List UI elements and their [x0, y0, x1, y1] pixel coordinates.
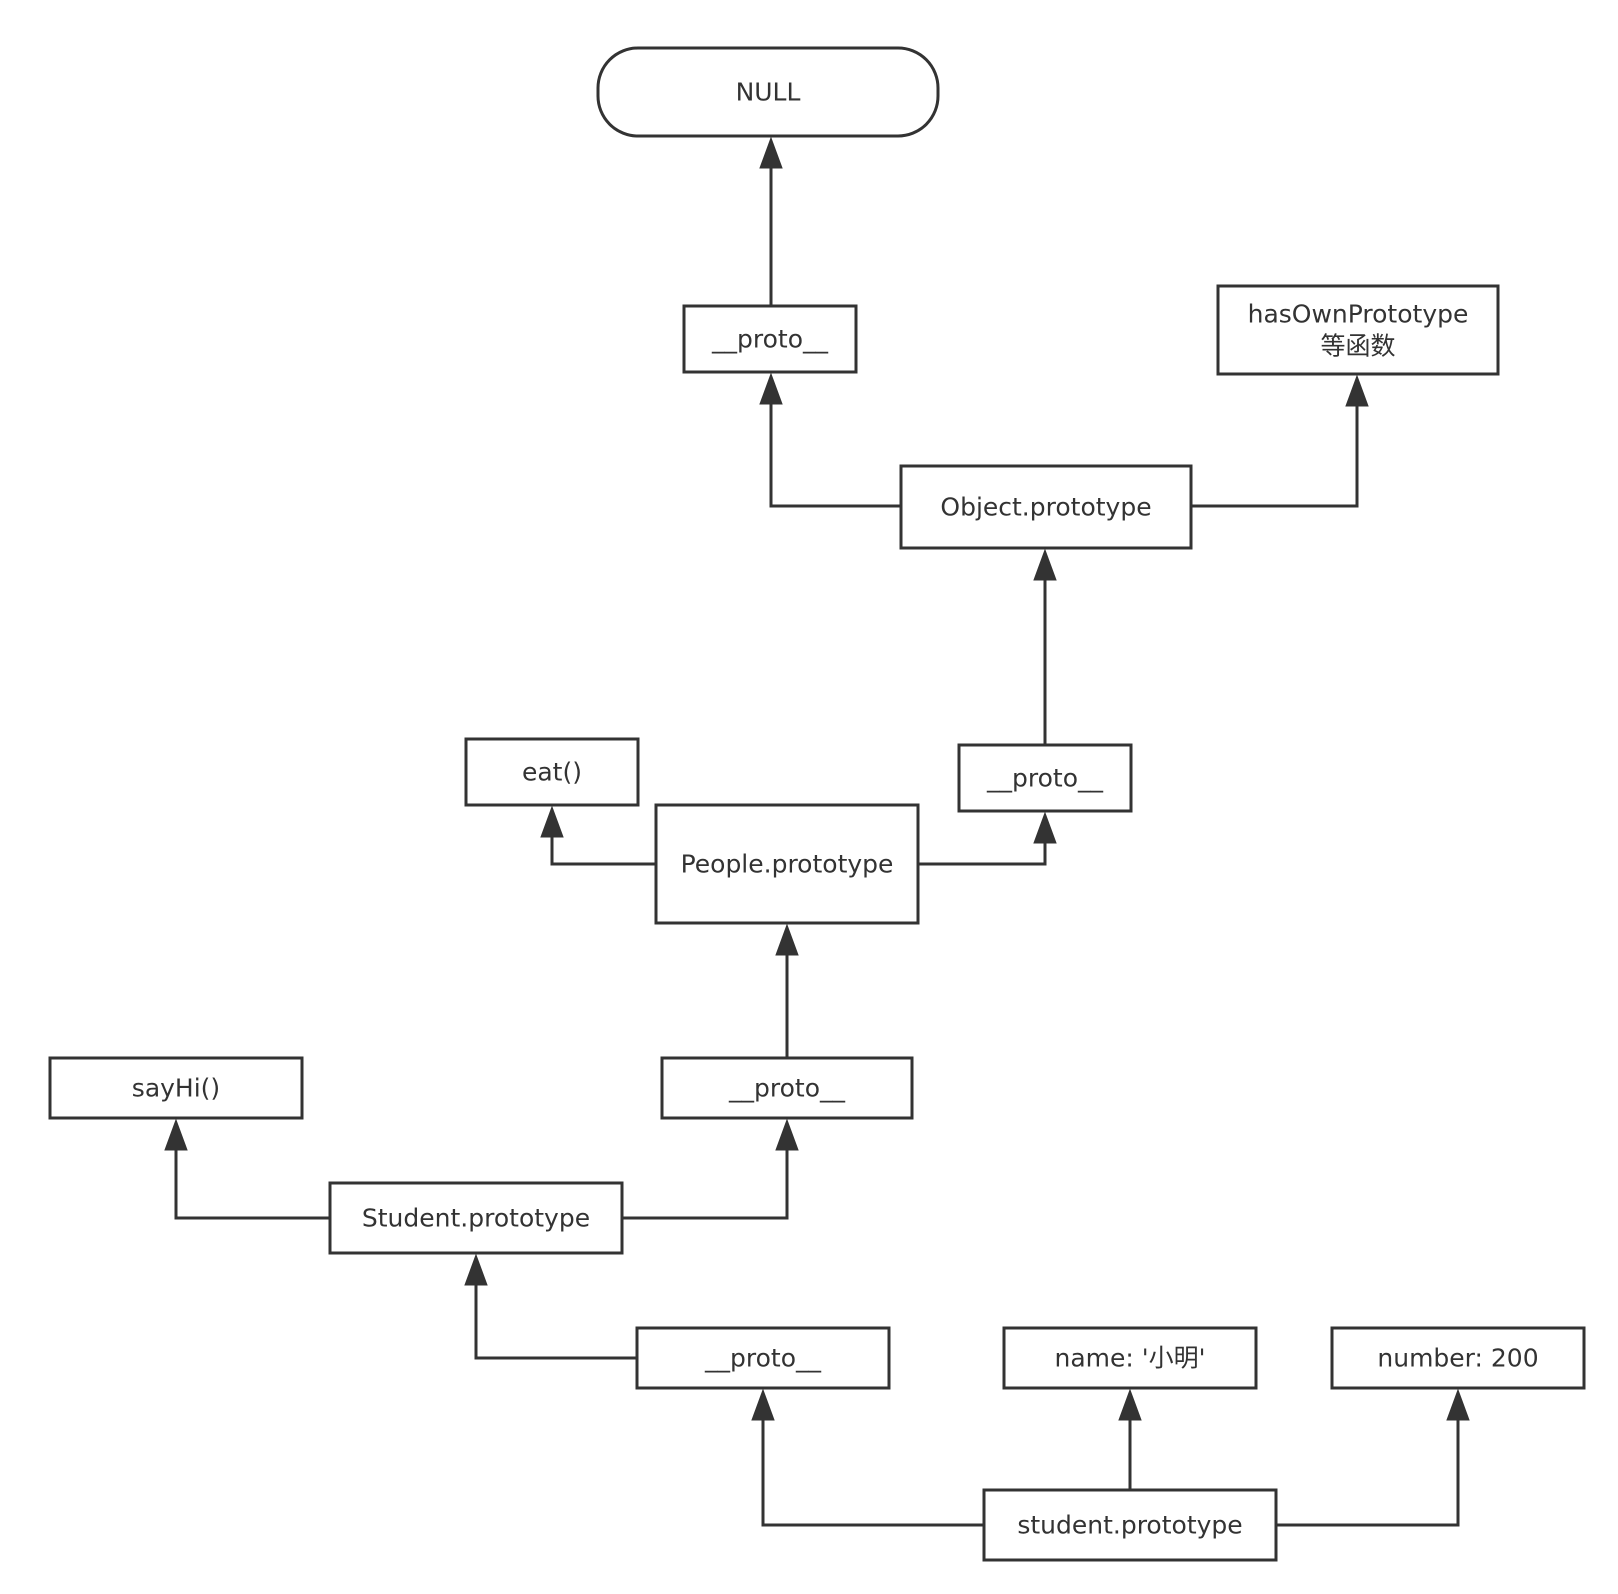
node-label: Student.prototype — [362, 1204, 590, 1233]
edge-object-prototype-to-hasownprototype — [1191, 374, 1369, 508]
edge-people-prototype-to-eat — [540, 805, 656, 866]
edge-line — [474, 1285, 637, 1360]
node-proto-object: __proto__ — [682, 304, 858, 374]
edge-line — [761, 1420, 984, 1527]
node-people-prototype: People.prototype — [654, 803, 920, 925]
node-null: NULL — [596, 46, 940, 138]
node-proto-people: __proto__ — [957, 743, 1133, 813]
node-eat: eat() — [464, 737, 640, 807]
node-label: name: '小明' — [1054, 1344, 1205, 1373]
edge-student-instance-to-proto-instance — [751, 1388, 984, 1527]
edge-student-class-prototype-to-sayhi — [164, 1118, 330, 1220]
arrow-head-icon — [464, 1253, 488, 1286]
node-sayhi: sayHi() — [48, 1056, 304, 1120]
node-box — [899, 464, 1193, 550]
arrow-head-icon — [759, 136, 783, 169]
node-label: __proto__ — [711, 325, 828, 354]
edge-proto-object-to-null — [759, 136, 783, 306]
node-box — [957, 743, 1133, 813]
node-box — [654, 803, 920, 925]
node-label: sayHi() — [132, 1074, 220, 1103]
node-label: eat() — [522, 758, 582, 787]
node-label: __proto__ — [704, 1344, 821, 1373]
node-box — [1330, 1326, 1586, 1390]
arrow-head-icon — [1118, 1388, 1142, 1421]
node-label: Object.prototype — [940, 493, 1151, 522]
edge-student-instance-to-name — [1118, 1388, 1142, 1490]
node-label: People.prototype — [681, 850, 894, 879]
node-proto-student: __proto__ — [660, 1056, 914, 1120]
node-box — [328, 1181, 624, 1255]
node-student-class-prototype: Student.prototype — [328, 1181, 624, 1255]
arrow-head-icon — [1033, 811, 1057, 844]
arrow-head-icon — [775, 1118, 799, 1151]
edge-line — [1191, 406, 1359, 508]
edge-proto-instance-to-student-class-prototype — [464, 1253, 637, 1360]
arrow-head-icon — [164, 1118, 188, 1151]
edge-object-prototype-to-proto-object — [759, 372, 901, 508]
arrow-head-icon — [1033, 548, 1057, 581]
node-box — [1002, 1326, 1258, 1390]
node-number: number: 200 — [1330, 1326, 1586, 1390]
node-label: __proto__ — [986, 764, 1103, 793]
edge-proto-people-to-object-prototype — [1033, 548, 1057, 745]
nodes-layer: NULL __proto__ hasOwnPrototype 等函数 Object.pr… — [48, 46, 1586, 1562]
edge-student-class-prototype-to-proto-student — [622, 1118, 799, 1220]
node-box — [982, 1488, 1278, 1562]
node-label: hasOwnPrototype — [1248, 300, 1469, 329]
node-object-prototype: Object.prototype — [899, 464, 1193, 550]
node-name: name: '小明' — [1002, 1326, 1258, 1390]
arrow-head-icon — [751, 1388, 775, 1421]
node-box — [1216, 284, 1500, 376]
edge-line — [918, 843, 1047, 866]
node-box — [464, 737, 640, 807]
edge-people-prototype-to-proto-people — [918, 811, 1057, 866]
edge-proto-student-to-people-prototype — [775, 923, 799, 1058]
node-label: __proto__ — [728, 1074, 845, 1103]
node-box — [635, 1326, 891, 1390]
node-proto-instance: __proto__ — [635, 1326, 891, 1390]
edge-line — [174, 1150, 330, 1220]
arrow-head-icon — [1446, 1388, 1470, 1421]
node-box — [660, 1056, 914, 1120]
node-label: number: 200 — [1377, 1344, 1538, 1373]
edge-line — [1276, 1420, 1460, 1527]
node-student-instance: student.prototype — [982, 1488, 1278, 1562]
arrow-head-icon — [540, 805, 564, 838]
edges-layer — [164, 136, 1470, 1527]
arrow-head-icon — [775, 923, 799, 956]
arrow-head-icon — [759, 372, 783, 405]
edge-line — [622, 1150, 789, 1220]
node-label: NULL — [736, 78, 801, 107]
node-box — [596, 46, 940, 138]
edge-line — [769, 404, 901, 508]
edge-student-instance-to-number — [1276, 1388, 1470, 1527]
node-label: 等函数 — [1320, 332, 1395, 361]
arrow-head-icon — [1345, 374, 1369, 407]
node-box — [48, 1056, 304, 1120]
node-hasownprototype: hasOwnPrototype 等函数 — [1216, 284, 1500, 376]
edge-line — [550, 837, 656, 866]
node-box — [682, 304, 858, 374]
node-label: student.prototype — [1017, 1511, 1242, 1540]
